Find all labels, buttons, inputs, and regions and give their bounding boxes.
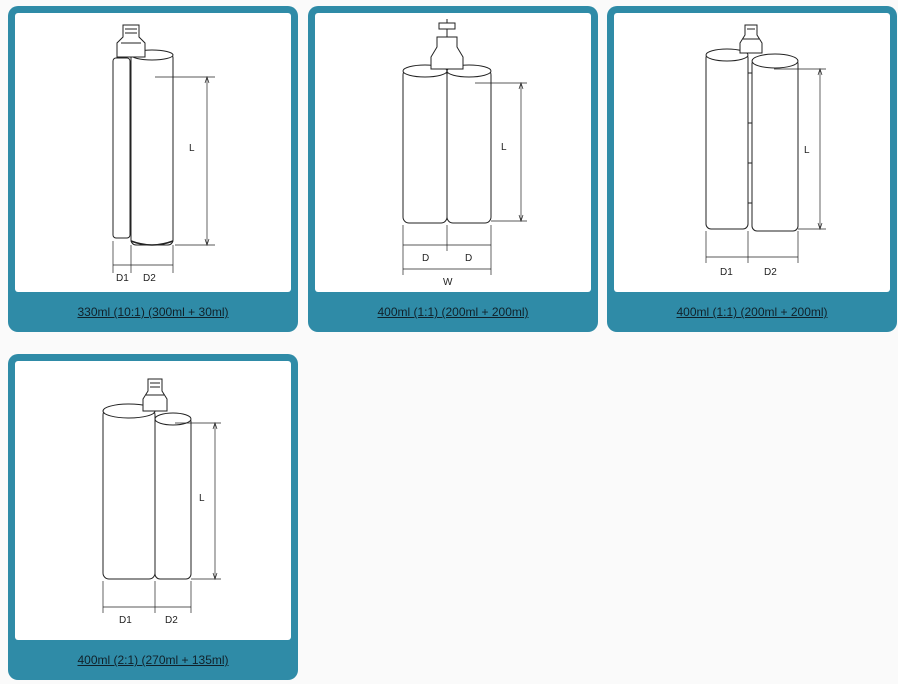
dimension-label-d1: D1 xyxy=(119,615,132,626)
product-link-330ml[interactable]: 330ml (10:1) (300ml + 30ml) xyxy=(77,305,229,319)
dimension-label-length: L xyxy=(199,493,205,504)
large-cylinder xyxy=(130,52,174,246)
left-cylinder xyxy=(102,408,156,580)
dimension-label-length: L xyxy=(804,145,810,156)
dimension-label-d1: D1 xyxy=(116,273,129,284)
right-cylinder xyxy=(751,58,799,232)
dimension-label-length: L xyxy=(501,142,507,153)
cartridge-image[interactable]: L D1 D2 xyxy=(15,361,291,640)
cartridge-drawing-400ml-d: L D1 D2 xyxy=(705,24,826,278)
dimension-label-d1: D1 xyxy=(720,267,733,278)
dimension-label-length: L xyxy=(189,143,195,154)
right-cylinder-top xyxy=(751,53,799,69)
cartridge-image[interactable]: L D D W xyxy=(315,13,591,292)
dimension-label-d-right: D xyxy=(465,253,472,264)
right-cylinder-top xyxy=(154,412,192,426)
product-card-400ml-1-1-w[interactable]: L D D W 400ml (1:1) (200ml + 200ml) xyxy=(308,6,598,332)
small-cylinder xyxy=(112,57,131,239)
cartridge-image[interactable]: L D1 D2 xyxy=(15,13,291,292)
cartridge-drawing-400ml-2-1: L D1 D2 xyxy=(102,378,221,626)
product-card-400ml-2-1[interactable]: L D1 D2 400ml (2:1) (270ml + 135ml) xyxy=(8,354,298,680)
cartridge-drawing-400ml-w: L D D W xyxy=(402,19,527,288)
right-cylinder xyxy=(446,68,492,224)
large-cylinder-base xyxy=(130,240,174,246)
dimension-label-d2: D2 xyxy=(764,267,777,278)
nozzle xyxy=(116,24,146,58)
right-cylinder xyxy=(154,416,192,580)
dimension-label-width: W xyxy=(443,277,453,288)
left-cylinder xyxy=(402,68,448,224)
dimension-label-d2: D2 xyxy=(165,615,178,626)
product-card-400ml-1-1-d[interactable]: L D1 D2 400ml (1:1) (200ml + 200ml) xyxy=(607,6,897,332)
product-link-400ml-1-1-a[interactable]: 400ml (1:1) (200ml + 200ml) xyxy=(377,305,529,319)
product-card-330ml-10-1[interactable]: L D1 D2 330ml (10:1) (300ml + 30ml) xyxy=(8,6,298,332)
dimension-label-d2: D2 xyxy=(143,273,156,284)
left-cylinder xyxy=(705,52,749,230)
dimension-label-d-left: D xyxy=(422,253,429,264)
product-link-400ml-2-1[interactable]: 400ml (2:1) (270ml + 135ml) xyxy=(77,653,229,667)
nozzle xyxy=(430,36,464,70)
product-link-400ml-1-1-b[interactable]: 400ml (1:1) (200ml + 200ml) xyxy=(676,305,828,319)
cartridge-image[interactable]: L D1 D2 xyxy=(614,13,890,292)
left-cylinder-top xyxy=(705,48,749,62)
cartridge-drawing-330ml: L D1 D2 xyxy=(112,24,215,284)
